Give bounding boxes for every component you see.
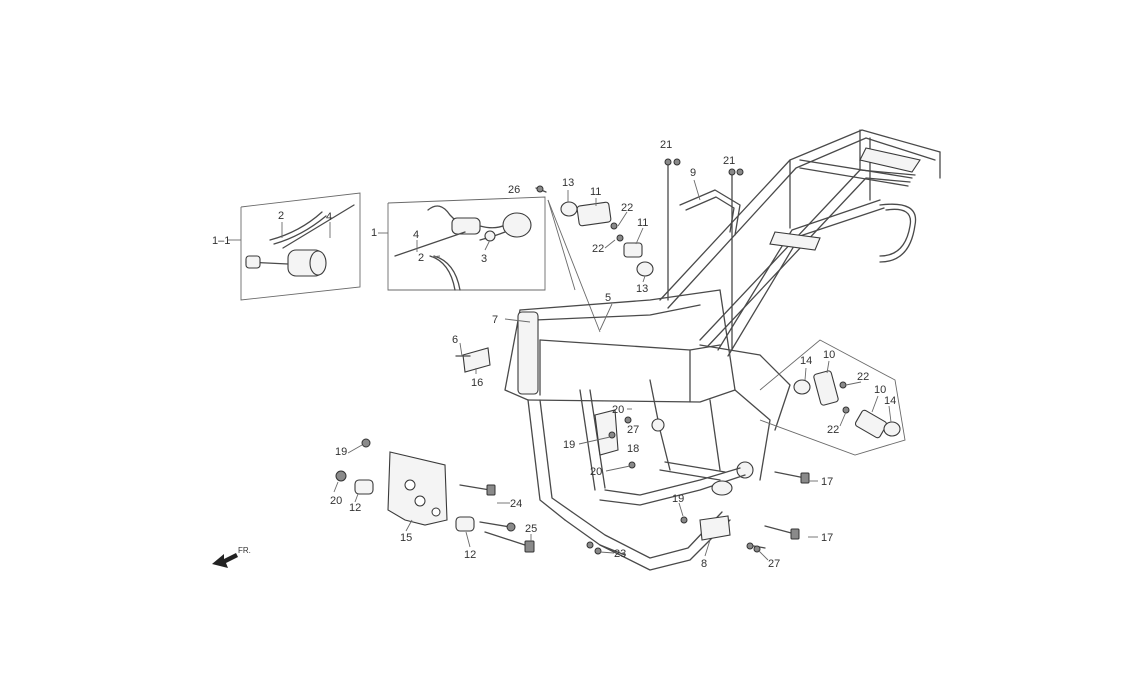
label-20: 20 bbox=[590, 466, 602, 478]
callout-labels: 1–1 1 2 4 4 2 3 26 13 11 22 11 22 13 21 … bbox=[212, 139, 896, 570]
label-25: 25 bbox=[525, 523, 537, 535]
label-21: 21 bbox=[660, 139, 672, 151]
label-12: 12 bbox=[349, 502, 361, 514]
label-19: 19 bbox=[672, 493, 684, 505]
label-9: 9 bbox=[690, 167, 696, 179]
bolt-26 bbox=[535, 185, 547, 193]
label-11: 11 bbox=[590, 186, 601, 198]
label-20: 20 bbox=[330, 495, 342, 507]
label-1-1: 1–1 bbox=[212, 235, 230, 247]
label-2: 2 bbox=[418, 252, 424, 264]
label-6: 6 bbox=[452, 334, 458, 346]
leader-lines bbox=[281, 179, 892, 561]
label-4: 4 bbox=[326, 211, 332, 223]
main-frame bbox=[504, 129, 941, 571]
rubber-mount-set-top bbox=[547, 199, 654, 333]
label-4: 4 bbox=[413, 229, 419, 241]
label-23: 23 bbox=[614, 548, 626, 560]
label-19: 19 bbox=[563, 439, 575, 451]
label-11: 11 bbox=[637, 217, 648, 229]
sub-assembly-1-1 bbox=[228, 192, 361, 301]
label-13: 13 bbox=[562, 177, 574, 189]
label-5: 5 bbox=[605, 292, 611, 304]
label-15: 15 bbox=[400, 532, 412, 544]
label-24: 24 bbox=[510, 498, 522, 510]
label-27: 27 bbox=[627, 424, 639, 436]
label-22: 22 bbox=[592, 243, 604, 255]
label-1: 1 bbox=[371, 227, 377, 239]
label-plate bbox=[455, 347, 491, 373]
label-21: 21 bbox=[723, 155, 735, 167]
label-20: 20 bbox=[612, 404, 624, 416]
label-10: 10 bbox=[874, 384, 886, 396]
label-14: 14 bbox=[800, 355, 812, 367]
label-17: 17 bbox=[821, 476, 833, 488]
label-16: 16 bbox=[471, 377, 483, 389]
label-8: 8 bbox=[701, 558, 707, 570]
sub-assembly-1 bbox=[378, 196, 546, 291]
label-22: 22 bbox=[857, 371, 869, 383]
label-12: 12 bbox=[464, 549, 476, 561]
lower-bolts bbox=[586, 541, 766, 555]
label-26: 26 bbox=[508, 184, 520, 196]
label-13: 13 bbox=[636, 283, 648, 295]
label-17: 17 bbox=[821, 532, 833, 544]
front-direction-label: FR. bbox=[238, 546, 251, 555]
rear-mount-set bbox=[759, 339, 906, 456]
label-7: 7 bbox=[492, 314, 498, 326]
front-direction-arrow-icon: FR. bbox=[212, 546, 251, 568]
label-27: 27 bbox=[768, 558, 780, 570]
label-14: 14 bbox=[884, 395, 896, 407]
engine-hanger-plate bbox=[335, 438, 535, 553]
label-18: 18 bbox=[627, 443, 639, 455]
label-3: 3 bbox=[481, 253, 487, 265]
label-22: 22 bbox=[621, 202, 633, 214]
label-10: 10 bbox=[823, 349, 835, 361]
label-2: 2 bbox=[278, 210, 284, 222]
bolts-17 bbox=[764, 471, 810, 540]
label-19: 19 bbox=[335, 446, 347, 458]
label-22: 22 bbox=[827, 424, 839, 436]
